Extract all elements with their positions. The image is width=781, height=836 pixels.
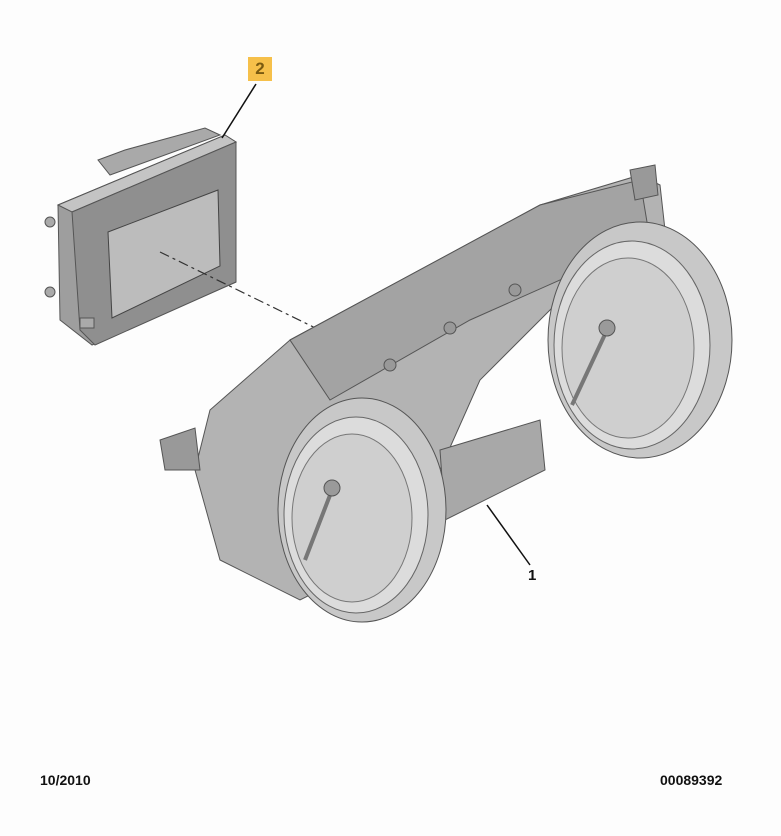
diagram-reference: 00089392 (660, 772, 723, 788)
leader-line-1 (486, 504, 531, 566)
display-module-part-2 (44, 127, 238, 346)
assembly-line (159, 251, 341, 341)
callout-1[interactable]: 1 (528, 567, 537, 584)
leader-line-2 (221, 83, 257, 139)
callout-2[interactable]: 2 (248, 57, 272, 81)
diagram-date: 10/2010 (40, 772, 91, 788)
instrument-cluster-part-1 (159, 164, 733, 623)
